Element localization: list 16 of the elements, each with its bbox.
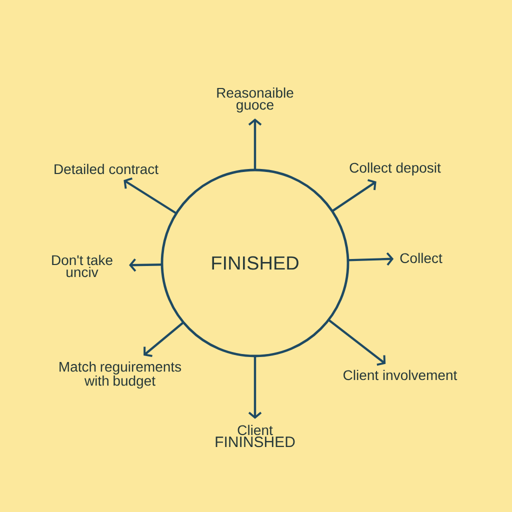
- arrow: [248, 118, 262, 170]
- arrow: [348, 252, 394, 266]
- arrow: [248, 356, 262, 419]
- text-label: Collect: [400, 252, 442, 264]
- arrow: [124, 177, 177, 214]
- text-label: Detailed contract: [54, 164, 158, 174]
- text-label: Client FININSHED: [216, 424, 295, 448]
- arrow: [332, 179, 376, 212]
- text-label: Don't take unciv: [52, 254, 112, 278]
- text-label: Reasonaible guoce: [217, 87, 294, 113]
- text-label: Collect deposit: [350, 162, 441, 176]
- arrow: [328, 318, 386, 366]
- arrow: [129, 258, 162, 272]
- text-label: Match reguirements with budget: [60, 361, 182, 389]
- arrow: [144, 322, 184, 358]
- text-label: Client involvement: [344, 370, 458, 380]
